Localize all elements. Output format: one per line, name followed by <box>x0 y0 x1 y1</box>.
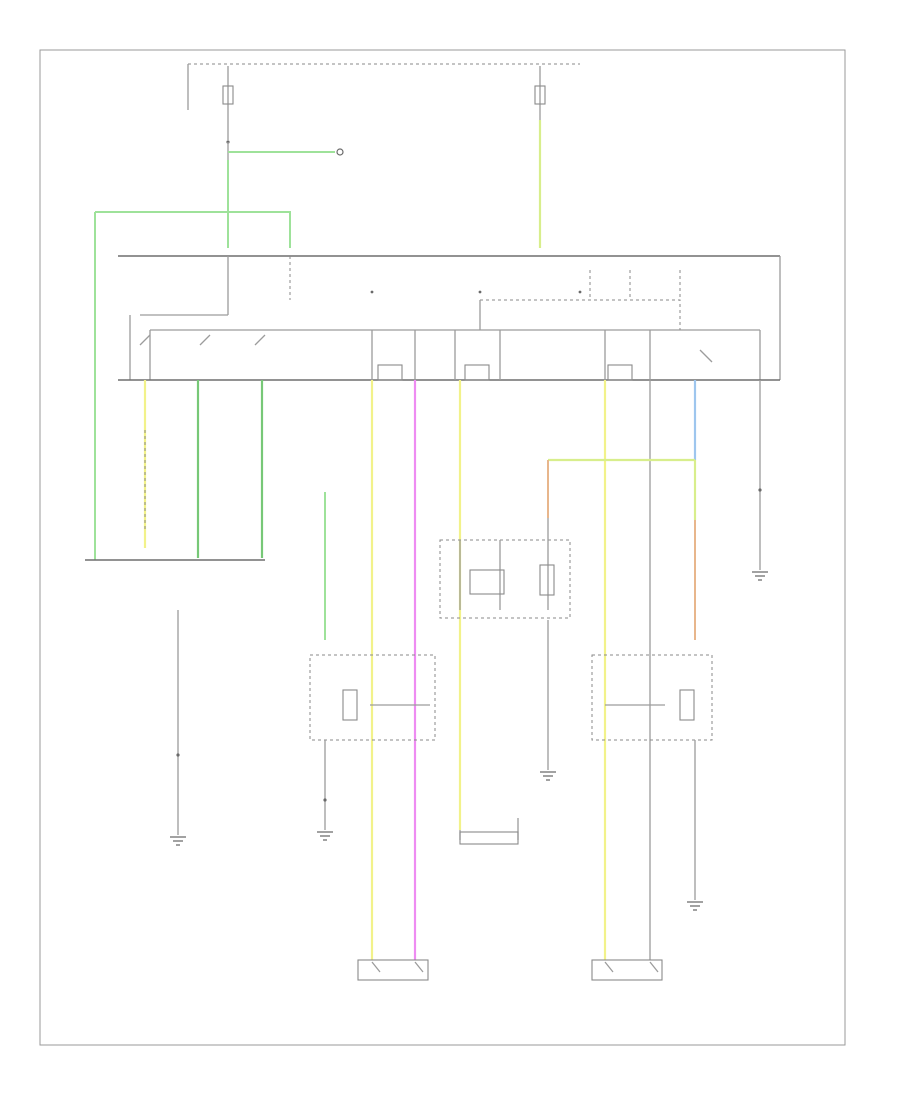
far-left-ground <box>170 610 186 846</box>
upper-left-green-loop <box>94 160 291 560</box>
right-lower-module <box>591 654 713 911</box>
bottom-right-motor <box>591 959 663 981</box>
left-branch-ground-icon <box>336 148 344 156</box>
diagram-frame <box>39 49 846 1046</box>
center-module <box>439 518 571 781</box>
middle-motor <box>459 818 519 845</box>
far-right-ground <box>752 380 768 581</box>
controller-body <box>118 256 780 381</box>
right-fuse-stack <box>534 66 546 248</box>
bottom-left-motor <box>357 959 429 981</box>
left-lower-module <box>309 492 436 841</box>
switch-contacts <box>139 330 713 381</box>
left-switch-block <box>85 380 265 561</box>
left-fuse-stack <box>222 66 234 160</box>
